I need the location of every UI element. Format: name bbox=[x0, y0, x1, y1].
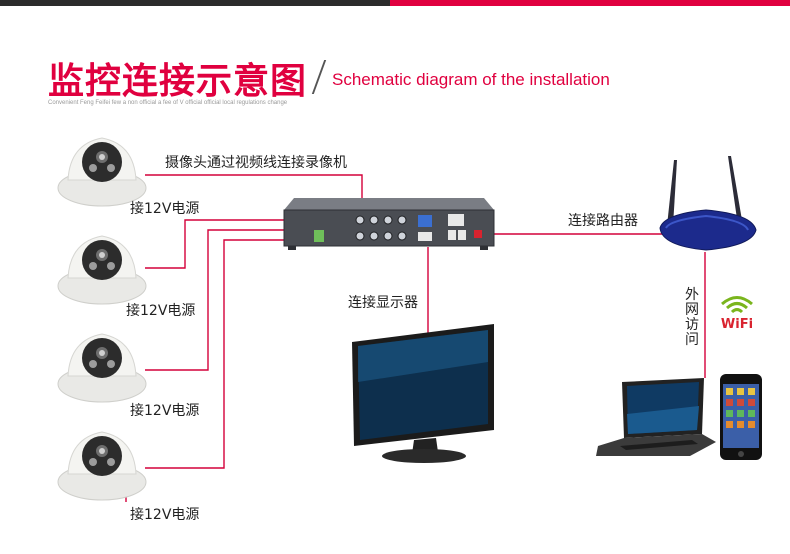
label-power-4: 接12V电源 bbox=[130, 504, 199, 524]
laptop-icon bbox=[594, 376, 722, 460]
label-display: 连接显示器 bbox=[348, 292, 418, 312]
label-camera-to-dvr: 摄像头通过视频线连接录像机 bbox=[165, 152, 347, 172]
label-router: 连接路由器 bbox=[568, 210, 638, 230]
label-power-3: 接12V电源 bbox=[130, 400, 199, 420]
label-power-1: 接12V电源 bbox=[130, 198, 199, 218]
monitor-icon bbox=[344, 322, 500, 470]
wifi-router-icon bbox=[652, 150, 760, 260]
label-power-2: 接12V电源 bbox=[126, 300, 195, 320]
wifi-icon: WiFi bbox=[716, 292, 758, 334]
smartphone-icon bbox=[718, 372, 764, 462]
camera-icon-2 bbox=[56, 228, 148, 308]
dvr-recorder-icon bbox=[280, 196, 496, 252]
camera-icon-4 bbox=[56, 424, 148, 504]
camera-icon-3 bbox=[56, 326, 148, 406]
cable-camera-4 bbox=[145, 240, 284, 468]
cable-camera-2 bbox=[145, 220, 284, 268]
label-remote-access: 外网访问 bbox=[683, 288, 701, 348]
wifi-icon-text: WiFi bbox=[721, 317, 753, 332]
